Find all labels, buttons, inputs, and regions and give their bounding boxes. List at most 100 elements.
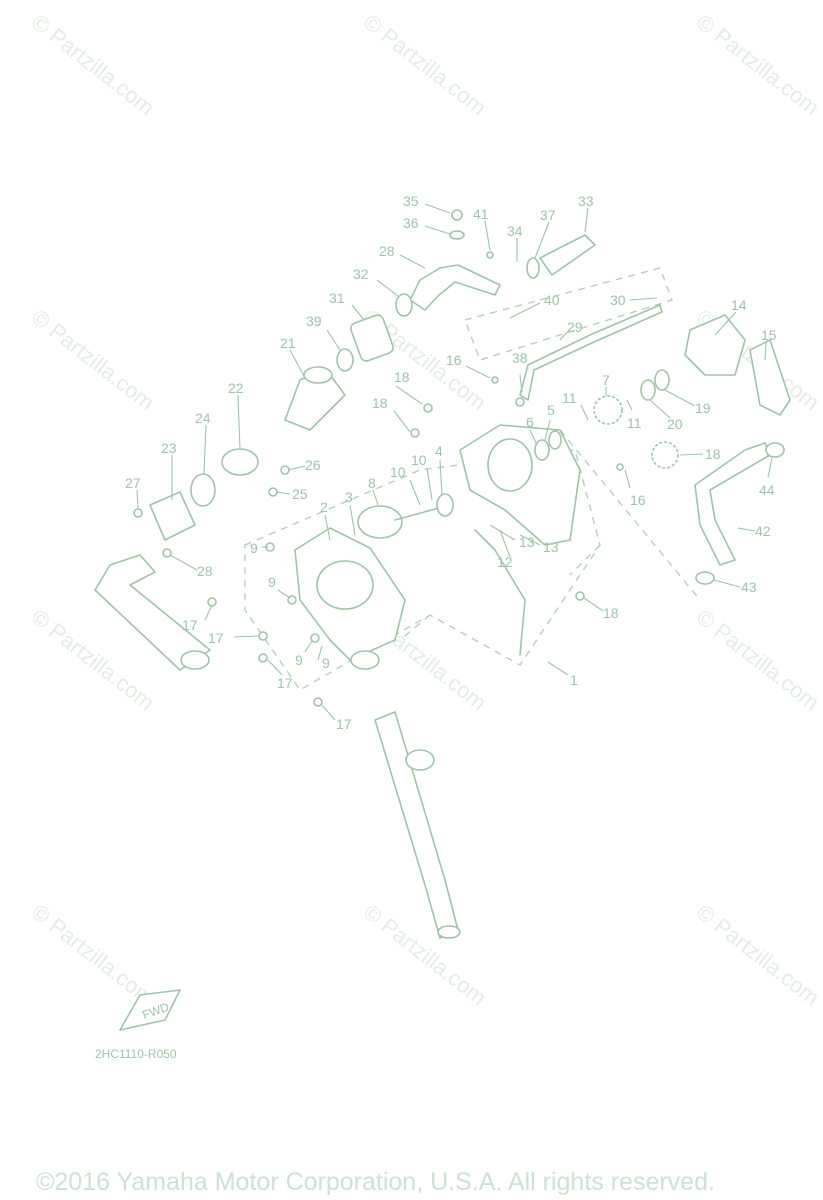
leader-line [136,489,139,509]
callout: 16 [446,352,462,368]
leader-line [267,659,283,676]
fwd-badge: FWD [119,989,181,1031]
callout: 32 [353,266,369,282]
leader-line [393,410,411,433]
leader-line [519,374,523,393]
assembly-outline-1 [244,449,601,691]
leader-line [276,491,291,495]
callout: 13 [543,539,559,555]
leader-line [169,554,198,571]
leader-line [349,504,356,536]
callout: 6 [526,414,534,430]
callout: 29 [567,319,583,335]
callout: 31 [329,290,345,306]
bolt [133,508,143,518]
callout: 7 [602,372,610,388]
callout: 9 [295,652,303,668]
callout: 39 [306,313,322,329]
leader-line [629,297,658,301]
bearing-5 [534,439,550,461]
bolt [486,251,494,259]
leader-line [326,329,341,351]
bolts [133,251,624,707]
callout: 9 [268,574,276,590]
pump-outlet [350,650,380,670]
leader-line [509,302,541,319]
leader-line [424,225,451,235]
leader-line [764,341,767,361]
pipe-30 [519,304,663,401]
leader-line [409,479,421,506]
callout: 26 [305,457,321,473]
watermark: © Partzilla.com [359,899,491,1010]
thermostat-outlet [303,366,333,384]
clamp-33 [395,293,413,317]
thermostat [221,448,259,476]
outline-leader [569,544,601,576]
assembly-outlines [244,267,701,691]
watermark: © Partzilla.com [359,9,491,120]
callout: 10 [390,464,406,480]
callout: 18 [372,395,388,411]
callout: 24 [195,410,211,426]
callout: 14 [731,297,747,313]
leader-line [714,311,737,336]
bolt [491,376,499,384]
cover-bore [487,438,533,492]
callout: 9 [322,655,330,671]
callout: 9 [250,540,258,556]
lower-coolant-hose [374,711,459,939]
callout: 40 [544,292,560,308]
callout: 12 [497,554,513,570]
hose-clamp-lower [405,749,435,771]
bearing-6 [548,430,562,450]
callout: 28 [197,563,213,579]
callout: 4 [435,443,443,459]
copyright-notice: ©2016 Yamaha Motor Corporation, U.S.A. A… [36,1168,715,1196]
callout: 17 [336,716,352,732]
watermark: © Partzilla.com [27,899,159,1010]
leader-line [544,419,551,441]
bolt [310,633,320,643]
leader-lines [136,203,773,721]
callout: 36 [403,215,419,231]
leader-line [351,304,365,321]
leader-line [713,579,741,588]
callout: 25 [292,486,308,502]
leader-line [519,534,541,546]
fwd-arrow [119,989,181,1031]
outline-leader [559,429,701,601]
callout: 17 [277,675,293,691]
watermark: © Partzilla.com [692,604,823,715]
washer-37 [449,230,465,240]
hose-34 [539,234,596,276]
leader-line [289,349,306,379]
leader-line [439,459,443,496]
clamp-45 [765,442,785,458]
outline-leader [399,614,431,641]
leader-line [737,527,756,532]
callout: 3 [345,489,353,505]
bolt [258,653,268,663]
leader-line [626,399,633,411]
gasket-15 [749,339,791,416]
callout: 38 [512,350,528,366]
callout: 23 [161,440,177,456]
leader-line [484,220,491,251]
callout: 15 [761,327,777,343]
callout: 41 [473,206,489,222]
callout: 19 [695,400,711,416]
gear-19 [651,441,679,469]
callout: 33 [578,193,594,209]
callout: 18 [394,369,410,385]
seal-4 [436,493,454,517]
callout: 8 [368,475,376,491]
clamp-44 [695,571,715,585]
bolt [410,428,420,438]
callout: 42 [755,523,771,539]
diagram-code: 2HC1110-R050 [95,1047,177,1061]
impeller [357,505,403,539]
impeller-housing [316,560,374,610]
callout: 18 [603,605,619,621]
leader-line [399,254,426,269]
